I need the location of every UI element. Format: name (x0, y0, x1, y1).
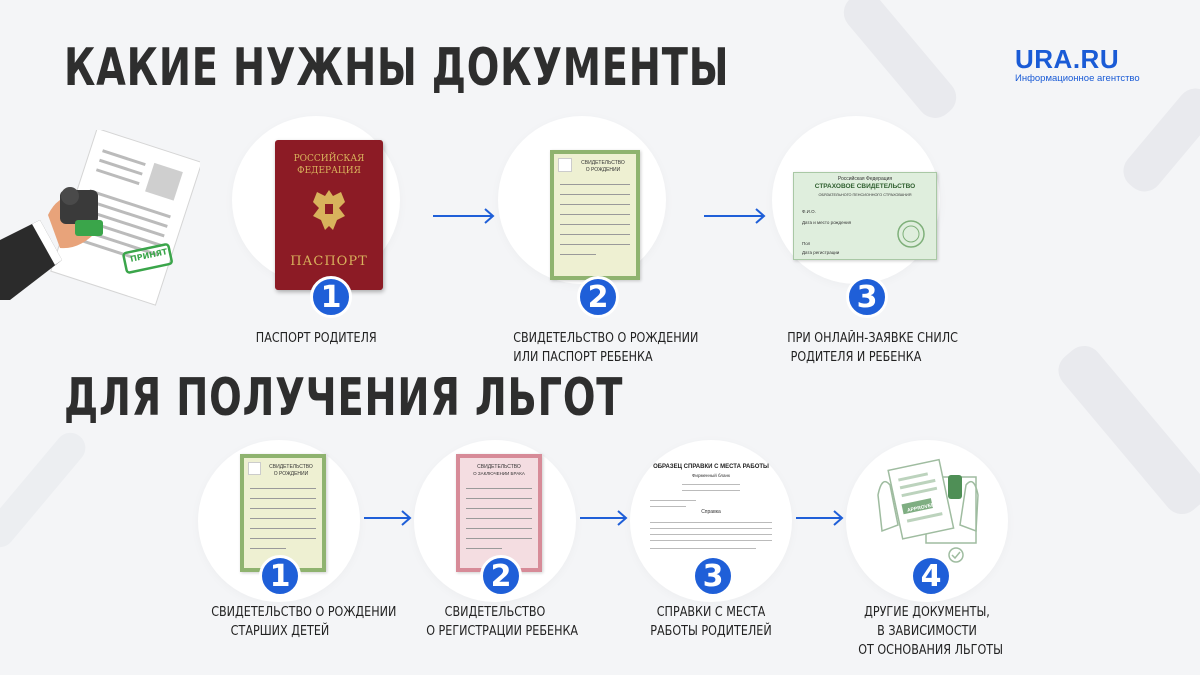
step-number-badge: 4 (910, 555, 952, 597)
passport-title2: ФЕДЕРАЦИЯ (297, 166, 361, 176)
document-approval-icon (877, 458, 979, 563)
step-number-badge: 1 (259, 555, 301, 597)
birth-certificate-image: СВИДЕТЕЛЬСТВО О РОЖДЕНИИ (550, 150, 640, 280)
background-decoration (1116, 81, 1200, 199)
arrow-right-icon (704, 208, 766, 224)
background-decoration (1051, 338, 1200, 522)
row1-step1-label: ПАСПОРТ РОДИТЕЛЯ (255, 331, 377, 346)
step-number-badge: 3 (846, 276, 888, 318)
doc-title2: О РОЖДЕНИИ (585, 167, 621, 173)
background-decoration (836, 0, 964, 126)
arrow-right-icon (364, 510, 412, 526)
arrow-right-icon (796, 510, 844, 526)
work-certificate-image: ОБРАЗЕЦ СПРАВКИ С МЕСТА РАБОТЫ Фирменный… (646, 462, 776, 560)
passport-image: РОССИЙСКАЯ ФЕДЕРАЦИЯ ПАСПОРТ (275, 140, 383, 290)
stamp-hand-icon (0, 127, 203, 306)
snils-card-image: Российская Федерация СТРАХОВОЕ СВИДЕТЕЛЬ… (793, 172, 937, 260)
approved-documents-illustration: APPROVED (868, 455, 988, 565)
row2-step4-label: ДРУГИЕ ДОКУМЕНТЫ, В ЗАВИСИМОСТИ ОТ ОСНОВ… (858, 605, 1004, 658)
arrow-right-icon (580, 510, 628, 526)
passport-bottom-text: ПАСПОРТ (290, 254, 368, 269)
coat-of-arms-icon (313, 190, 345, 230)
step-number-badge: 3 (692, 555, 734, 597)
page-title: КАКИЕ НУЖНЫ ДОКУМЕНТЫ (64, 38, 730, 98)
registration-certificate-image: СВИДЕТЕЛЬСТВО О ЗАКЛЮЧЕНИИ БРАКА (456, 454, 542, 572)
logo-name: URA.RU (1015, 44, 1120, 74)
row1-step3-label: ПРИ ОНЛАЙН-ЗАЯВКЕ СНИЛС РОДИТЕЛЯ И РЕБЕН… (787, 331, 958, 365)
rosette-icon (897, 220, 925, 248)
logo-tagline: Информационное агентство (1015, 73, 1140, 84)
step-number-badge: 1 (310, 276, 352, 318)
page-subtitle: ДЛЯ ПОЛУЧЕНИЯ ЛЬГОТ (64, 368, 624, 428)
arrow-right-icon (433, 208, 495, 224)
doc-title1: СВИДЕТЕЛЬСТВО (581, 160, 625, 166)
background-decoration (0, 426, 92, 554)
step-number-badge: 2 (480, 555, 522, 597)
row2-step2-label: СВИДЕТЕЛЬСТВО О РЕГИСТРАЦИИ РЕБЕНКА (426, 605, 579, 639)
passport-title1: РОССИЙСКАЯ (293, 154, 365, 164)
birth-certificate-image: СВИДЕТЕЛЬСТВО О РОЖДЕНИИ (240, 454, 326, 572)
row2-step1-label: СВИДЕТЕЛЬСТВО О РОЖДЕНИИ СТАРШИХ ДЕТЕЙ (211, 605, 397, 639)
row1-step2-label: СВИДЕТЕЛЬСТВО О РОЖДЕНИИ ИЛИ ПАСПОРТ РЕБ… (513, 331, 699, 365)
ura-logo[interactable]: URA.RU Информационное агентство (1015, 44, 1140, 84)
row2-step3-label: СПРАВКИ С МЕСТА РАБОТЫ РОДИТЕЛЕЙ (650, 605, 772, 639)
step-number-badge: 2 (577, 276, 619, 318)
stamp-illustration: ПРИНЯТ (0, 127, 203, 320)
